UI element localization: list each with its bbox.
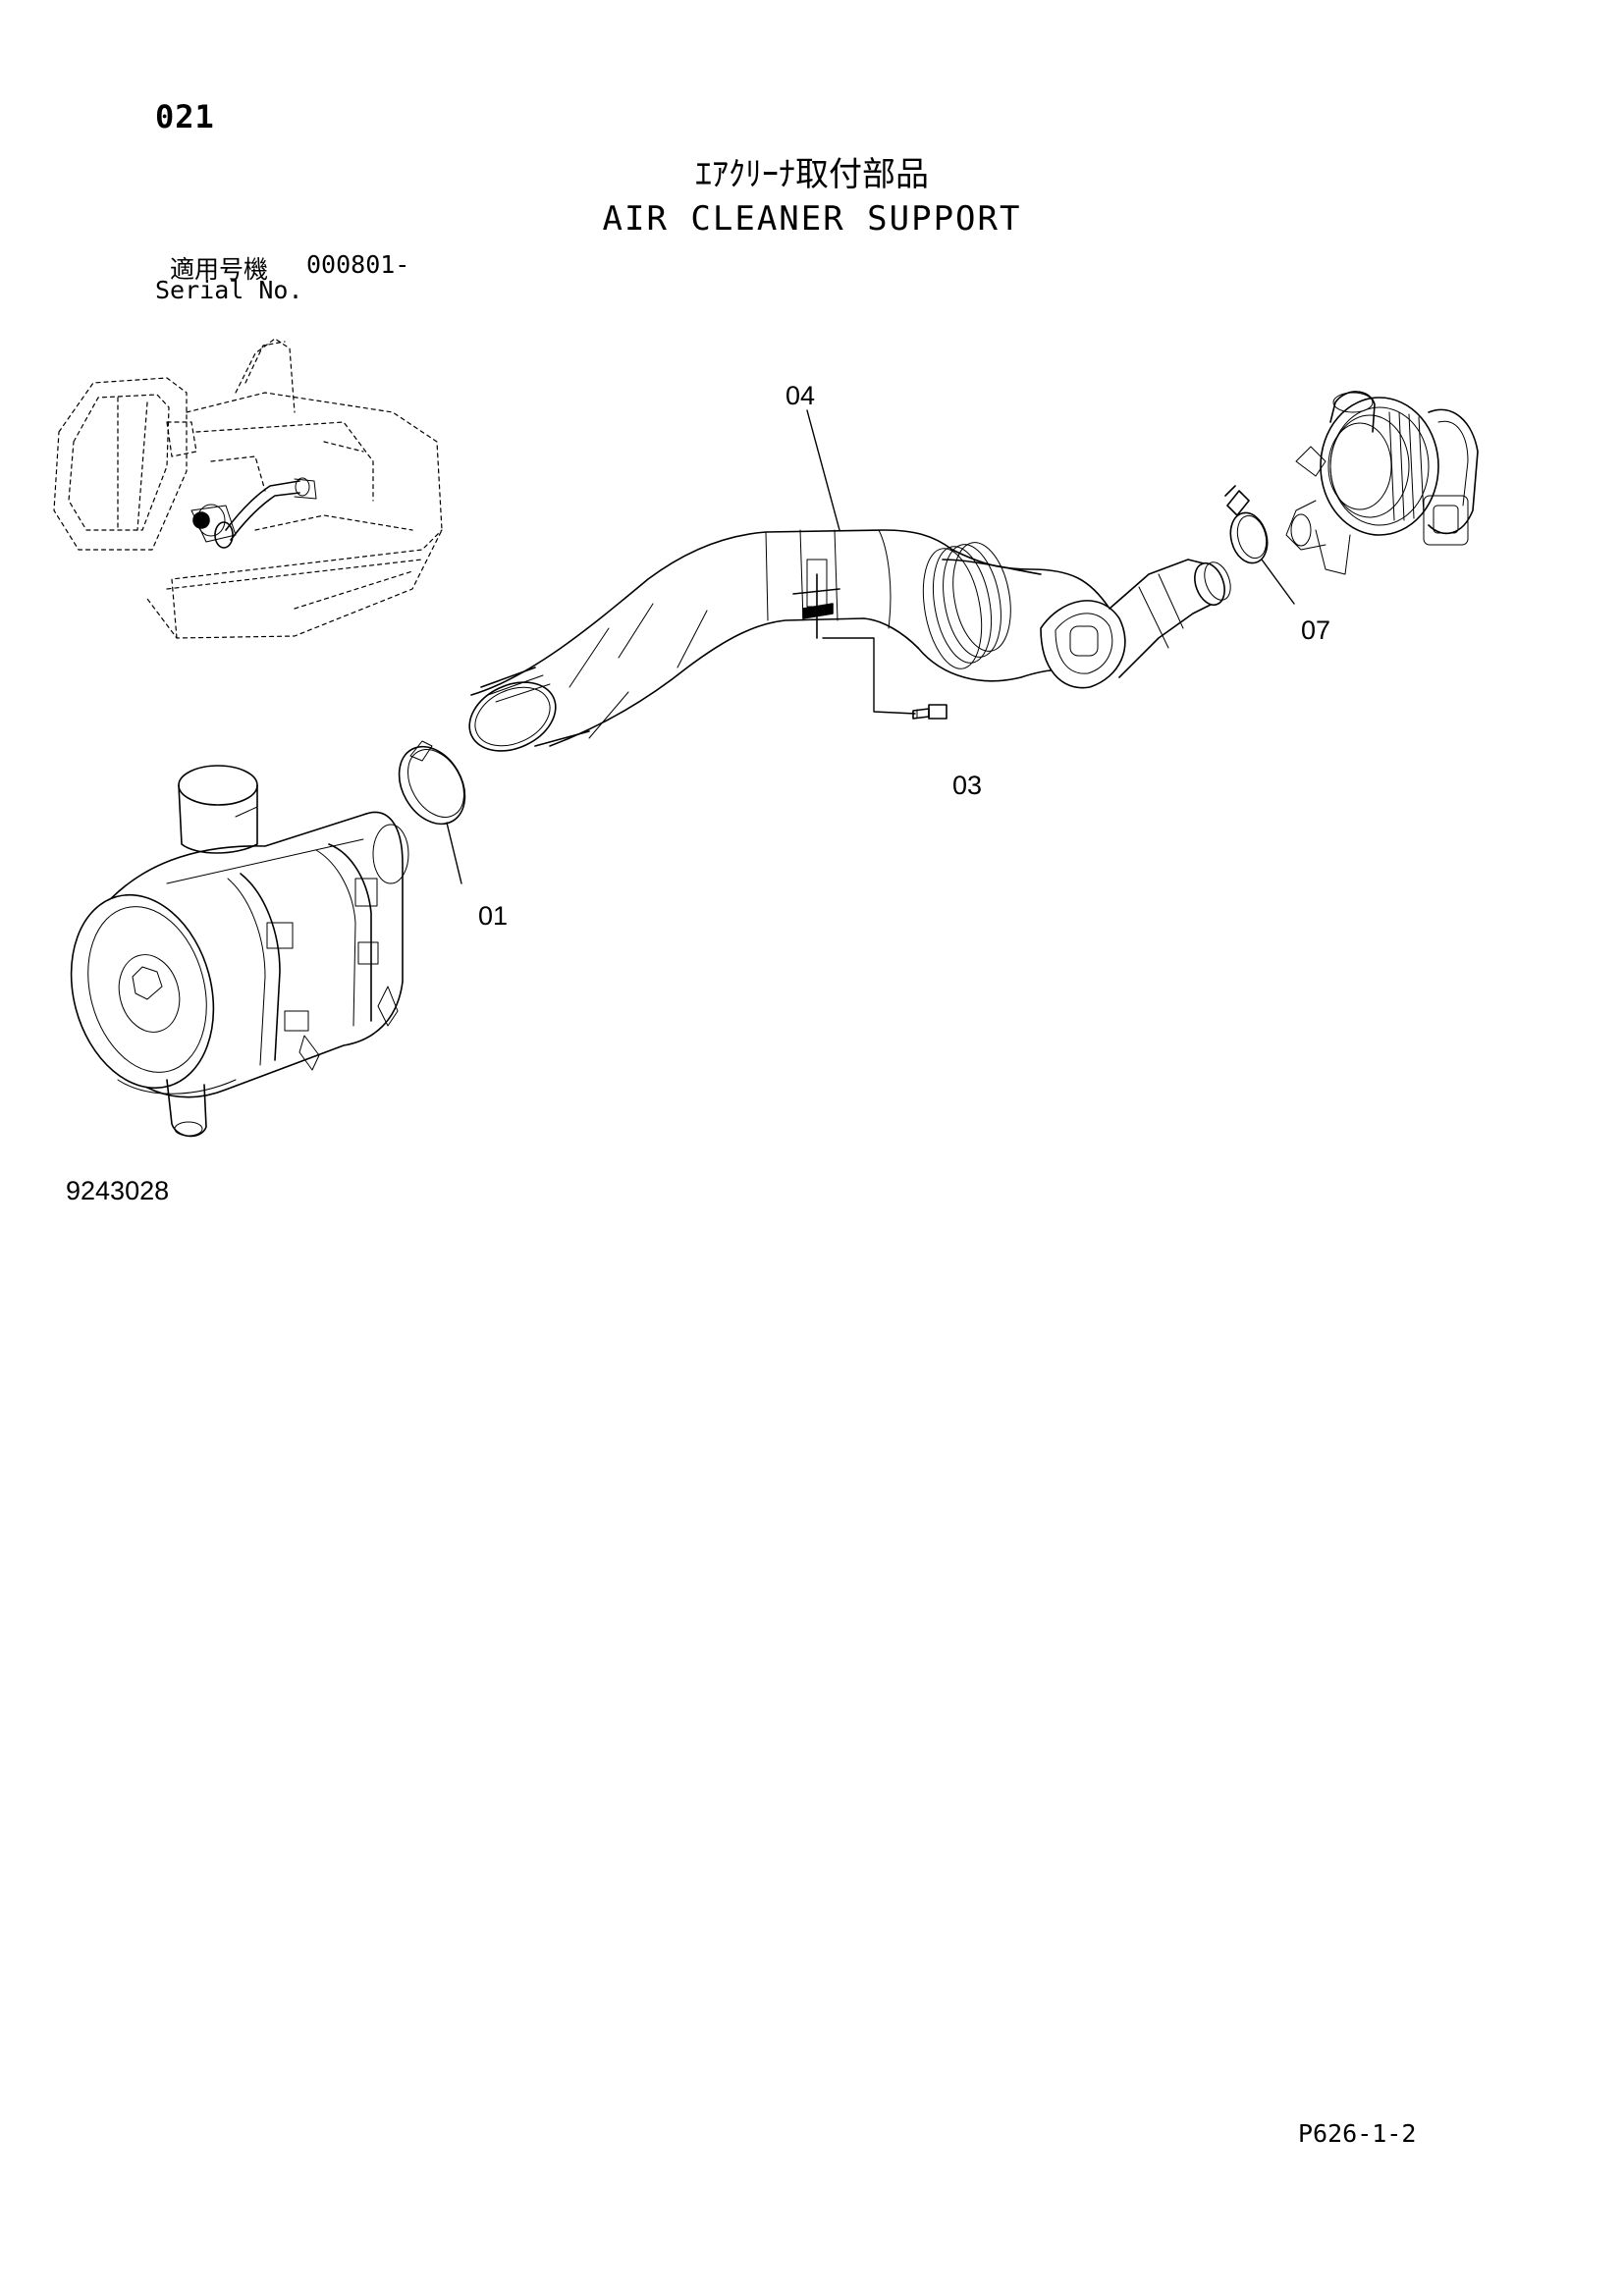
turbocharger — [1285, 391, 1479, 575]
air-cleaner-assembly — [70, 765, 409, 1138]
callout-part-01: 01 — [478, 901, 509, 931]
serial-value: 000801- — [306, 250, 410, 279]
callout-part-07: 07 — [1301, 615, 1331, 645]
machine-overview-inset — [53, 338, 443, 639]
title-english: AIR CLEANER SUPPORT — [602, 199, 1022, 239]
hose-clamp-07 — [1224, 485, 1269, 564]
page-number: 021 — [155, 98, 215, 135]
exploded-parts-diagram — [53, 338, 1479, 1138]
bolt-03 — [912, 704, 947, 720]
leader-lines — [446, 409, 1295, 884]
serial-label-english: Serial No. — [155, 276, 303, 304]
page-reference: P626-1-2 — [1298, 2119, 1417, 2148]
callout-part-03: 03 — [952, 771, 983, 800]
intake-pipe-04 — [468, 529, 1231, 752]
hose-clamp-01 — [398, 740, 466, 826]
figure-code: 9243028 — [66, 1176, 170, 1205]
title-japanese: ｴｱｸﾘｰﾅ取付部品 — [695, 155, 929, 194]
callout-part-04: 04 — [785, 381, 816, 410]
serial-label-japanese: 適用号機 — [170, 255, 269, 284]
